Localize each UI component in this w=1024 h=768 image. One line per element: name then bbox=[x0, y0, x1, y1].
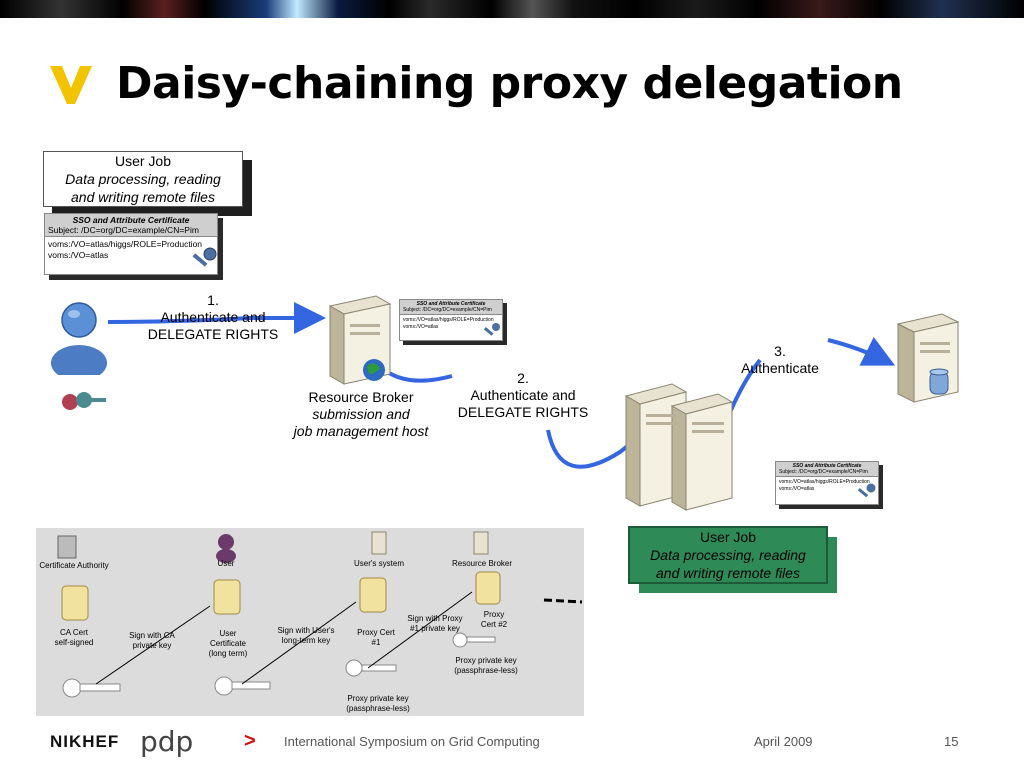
cert-title: SSO and Attribute Certificate bbox=[792, 463, 862, 469]
user-job-heading: User Job bbox=[114, 153, 172, 169]
delegation-chain-panel: Certificate Authority User User's system… bbox=[36, 528, 584, 716]
chain-user-label: User bbox=[217, 559, 235, 568]
user-job-line-2: and writing remote files bbox=[656, 565, 800, 581]
sign-ca-line2: private key bbox=[132, 641, 172, 650]
proxy1-line1: Proxy Cert bbox=[357, 628, 395, 637]
step1-number: 1. bbox=[207, 292, 219, 308]
key-icon bbox=[857, 483, 876, 498]
pdp-logo: pdp bbox=[140, 725, 194, 758]
user-cert-label: User Certificate (long term) bbox=[198, 629, 258, 659]
cert-attr-2: voms:/VO=atlas bbox=[48, 250, 109, 260]
proxy1-line2: #1 bbox=[371, 638, 381, 647]
page-number: 15 bbox=[944, 734, 959, 749]
footer-arrow-icon: > bbox=[244, 730, 256, 752]
sign-user-line1: Sign with User's bbox=[277, 626, 335, 635]
sign-proxy-line1: Sign with Proxy bbox=[407, 614, 463, 623]
broker-certificate: SSO and Attribute Certificate Subject: /… bbox=[399, 299, 503, 341]
user-job-box-bottom: User Job Data processing, reading and wr… bbox=[628, 526, 828, 584]
chain-ca-label: Certificate Authority bbox=[39, 561, 109, 570]
cert-subject: Subject: /DC=org/DC=example/CN=Pim bbox=[48, 225, 199, 235]
chain-graphics bbox=[57, 531, 583, 698]
user-job-line-2: and writing remote files bbox=[71, 189, 215, 205]
proxy1-label: Proxy Cert #1 bbox=[346, 628, 406, 648]
resource-broker-label: Resource Broker submission and job manag… bbox=[276, 389, 446, 440]
proxy2-line2: Cert #2 bbox=[480, 620, 508, 629]
step2-line2: DELEGATE RIGHTS bbox=[457, 404, 589, 420]
broker-role-1: submission and bbox=[312, 406, 410, 422]
step3-label: 3. Authenticate bbox=[728, 343, 832, 377]
sign-proxy-line2: #1 private key bbox=[410, 624, 460, 633]
proxy-key2-label: Proxy private key (passphrase-less) bbox=[440, 656, 532, 676]
step1-line2: DELEGATE RIGHTS bbox=[147, 326, 279, 342]
footer-date: April 2009 bbox=[754, 734, 813, 749]
footer-event: International Symposium on Grid Computin… bbox=[284, 734, 540, 749]
key-icon bbox=[483, 323, 500, 336]
arrow-step3b bbox=[827, 336, 896, 366]
proxy-key1-line2: (passphrase-less) bbox=[346, 704, 410, 713]
cert-attr-1: voms:/VO=atlas/higgs/ROLE=Production bbox=[48, 239, 203, 249]
cert-attr-2: voms:/VO=atlas bbox=[779, 486, 815, 492]
cert-subject: Subject: /DC=org/DC=example/CN=Pim bbox=[403, 307, 492, 313]
step1-line1: Authenticate and bbox=[160, 309, 266, 325]
ca-cert-line1: CA Cert bbox=[59, 628, 88, 637]
user-job-box-top: User Job Data processing, reading and wr… bbox=[43, 151, 243, 207]
cert-title: SSO and Attribute Certificate bbox=[72, 215, 190, 225]
key-icon bbox=[192, 247, 217, 267]
proxy2-line1: Proxy bbox=[483, 610, 505, 619]
slide-title: Daisy-chaining proxy delegation bbox=[116, 58, 903, 109]
chain-resource-broker-label: Resource Broker bbox=[451, 559, 513, 568]
sign-user-label: Sign with User's long-term key bbox=[270, 626, 342, 646]
step3-number: 3. bbox=[774, 343, 786, 359]
proxy-key2-line1: Proxy private key bbox=[455, 656, 517, 665]
sign-ca-label: Sign with CA private key bbox=[120, 631, 184, 651]
cert-attr-1: voms:/VO=atlas/higgs/ROLE=Production bbox=[779, 479, 870, 485]
user-job-line-1: Data processing, reading bbox=[650, 547, 806, 563]
step2-line1: Authenticate and bbox=[470, 387, 576, 403]
cert-attr-1: voms:/VO=atlas/higgs/ROLE=Production bbox=[403, 317, 494, 323]
proxy-key1-label: Proxy private key (passphrase-less) bbox=[332, 694, 424, 714]
step2-number: 2. bbox=[517, 370, 529, 386]
user-cert-line2: Certificate bbox=[209, 639, 246, 648]
resource-broker-server-icon bbox=[328, 295, 392, 385]
proxy-key1-line1: Proxy private key bbox=[347, 694, 409, 703]
header-banner bbox=[0, 0, 1024, 18]
step2-label: 2. Authenticate and DELEGATE RIGHTS bbox=[450, 370, 596, 421]
cert-attr-2: voms:/VO=atlas bbox=[403, 324, 439, 330]
broker-role-2: job management host bbox=[293, 423, 429, 439]
storage-server-icon bbox=[896, 313, 960, 403]
chain-users-system-label: User's system bbox=[354, 559, 404, 568]
step3-line1: Authenticate bbox=[741, 360, 819, 376]
ca-cert-line2: self-signed bbox=[54, 638, 94, 647]
user-job-heading: User Job bbox=[699, 529, 757, 545]
keys-icon bbox=[62, 392, 106, 410]
user-person-icon bbox=[51, 302, 107, 375]
sign-ca-line1: Sign with CA bbox=[129, 631, 175, 640]
user-certificate: SSO and Attribute Certificate Subject: /… bbox=[44, 213, 218, 275]
proxy2-label: Proxy Cert #2 bbox=[472, 610, 516, 630]
sign-user-line2: long-term key bbox=[281, 636, 331, 645]
user-cert-line1: User bbox=[219, 629, 237, 638]
ca-cert-label: CA Cert self-signed bbox=[46, 628, 102, 648]
broker-name: Resource Broker bbox=[308, 389, 414, 405]
user-job-line-1: Data processing, reading bbox=[65, 171, 221, 187]
step1-label: 1. Authenticate and DELEGATE RIGHTS bbox=[140, 292, 286, 343]
sign-proxy-label: Sign with Proxy #1 private key bbox=[400, 614, 470, 634]
nikhef-logo: NIKHEF bbox=[50, 732, 120, 751]
compute-element-servers-icon bbox=[624, 383, 734, 511]
user-cert-line3: (long term) bbox=[208, 649, 248, 658]
cert-subject: Subject: /DC=org/DC=example/CN=Pim bbox=[779, 469, 868, 475]
chevron-logo-icon bbox=[50, 66, 92, 104]
arrow-step1 bbox=[107, 302, 326, 334]
cert-title: SSO and Attribute Certificate bbox=[416, 301, 486, 307]
proxy-key2-line2: (passphrase-less) bbox=[454, 666, 518, 675]
compute-certificate: SSO and Attribute Certificate Subject: /… bbox=[775, 461, 879, 505]
